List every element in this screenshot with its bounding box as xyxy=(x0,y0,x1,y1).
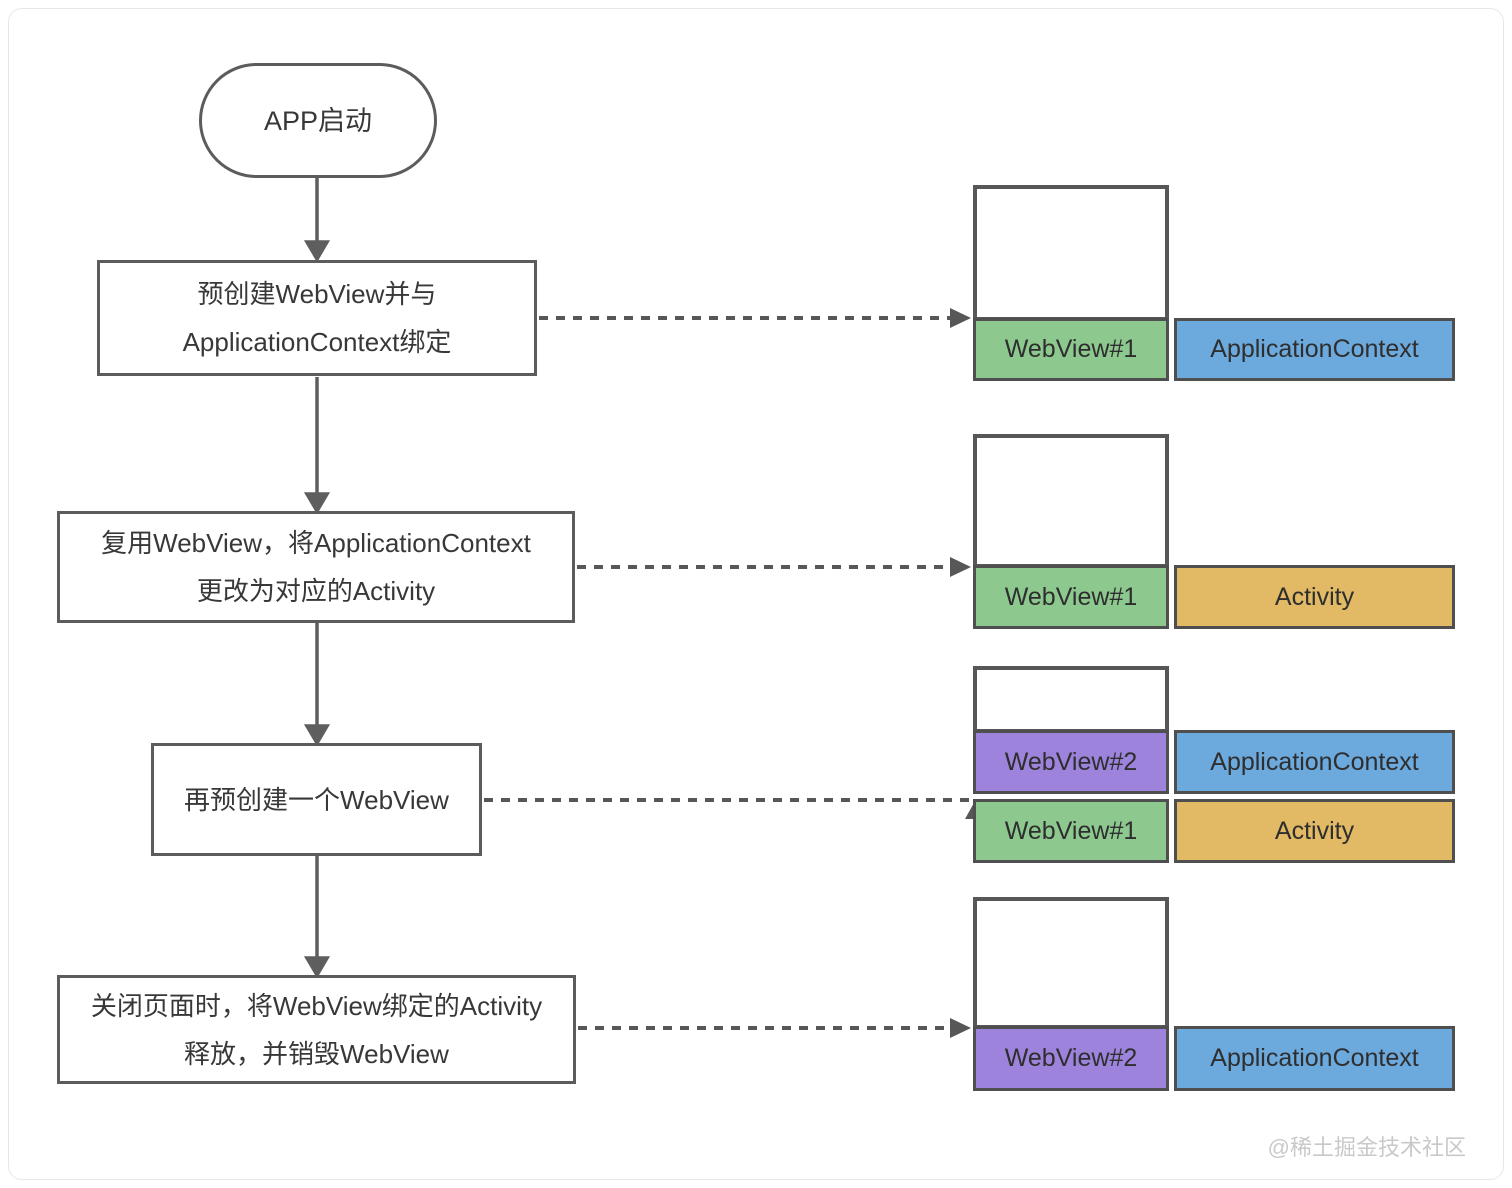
step-label-line: 复用WebView，将ApplicationContext xyxy=(101,528,531,558)
webview2-bar: WebView#2 xyxy=(973,730,1169,794)
step-label-line: 预创建WebView并与 xyxy=(197,279,437,309)
step-label-line: ApplicationContext绑定 xyxy=(182,327,452,357)
watermark: @稀土掘金技术社区 xyxy=(1267,1135,1466,1160)
webview1-bar: WebView#1 xyxy=(973,565,1169,629)
bar-label: WebView#2 xyxy=(1004,1044,1138,1072)
step-node-precreate-another-webview: 再预创建一个WebView xyxy=(151,743,482,856)
activity-bar: Activity xyxy=(1174,799,1455,863)
step-label-line: 释放，并销毁WebView xyxy=(184,1038,449,1069)
bar-label: ApplicationContext xyxy=(1210,335,1419,363)
dashed-arrowhead-snapshot1 xyxy=(950,308,971,328)
arrowhead-step1 xyxy=(303,240,331,263)
start-node: APP启动 xyxy=(199,63,437,178)
dashed-arrowhead-snapshot4 xyxy=(950,1018,971,1038)
bar-label: WebView#1 xyxy=(1004,335,1138,363)
webview2-bar: WebView#2 xyxy=(973,1026,1169,1091)
memory-slot-box xyxy=(973,897,1169,1029)
step-node-reuse-webview: 复用WebView，将ApplicationContext 更改为对应的Acti… xyxy=(57,511,575,623)
application-context-bar: ApplicationContext xyxy=(1174,318,1455,381)
bar-label: WebView#2 xyxy=(1004,747,1138,776)
webview1-bar: WebView#1 xyxy=(973,799,1169,863)
step-label-line: 再预创建一个WebView xyxy=(184,784,449,815)
bar-label: Activity xyxy=(1274,582,1355,611)
memory-slot-box xyxy=(973,185,1169,321)
step-label-line: 更改为对应的Activity xyxy=(196,576,436,606)
application-context-bar: ApplicationContext xyxy=(1174,1026,1455,1091)
step-node-close-page-destroy: 关闭页面时，将WebView绑定的Activity 释放，并销毁WebView xyxy=(57,975,576,1084)
arrowhead-step4 xyxy=(303,956,331,979)
webview1-bar: WebView#1 xyxy=(973,318,1169,381)
bar-label: ApplicationContext xyxy=(1210,1044,1419,1072)
step-label-line: 关闭页面时，将WebView绑定的Activity xyxy=(90,990,543,1021)
bar-label: WebView#1 xyxy=(1004,582,1138,611)
arrowhead-step2 xyxy=(303,492,331,515)
memory-slot-box xyxy=(973,666,1169,733)
bar-label: ApplicationContext xyxy=(1210,747,1419,776)
bar-label: WebView#1 xyxy=(1004,816,1138,845)
activity-bar: Activity xyxy=(1174,565,1455,629)
bar-label: Activity xyxy=(1274,816,1355,845)
dashed-arrowhead-snapshot2 xyxy=(950,557,971,577)
step-node-precreate-webview: 预创建WebView并与 ApplicationContext绑定 xyxy=(97,260,537,376)
arrowhead-step3 xyxy=(303,724,331,747)
memory-slot-box xyxy=(973,434,1169,568)
application-context-bar: ApplicationContext xyxy=(1174,730,1455,794)
start-node-label: APP启动 xyxy=(263,105,373,136)
